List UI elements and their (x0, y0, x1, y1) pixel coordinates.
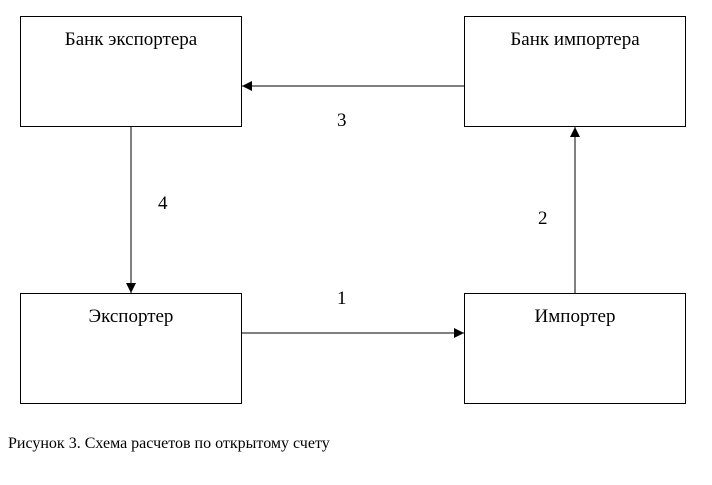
figure-caption: Рисунок 3. Схема расчетов по открытому с… (8, 435, 330, 452)
exporter-box: Экспортер (20, 293, 242, 404)
importer-bank-label: Банк импортера (510, 29, 640, 50)
arrow-label-3: 3 (337, 110, 347, 131)
importer-box: Импортер (464, 293, 686, 404)
exporter-label: Экспортер (88, 306, 174, 327)
arrow-label-2: 2 (538, 208, 548, 229)
exporter-bank-label: Банк экспортера (64, 29, 198, 50)
importer-bank-box: Банк импортера (464, 16, 686, 127)
exporter-bank-box: Банк экспортера (20, 16, 242, 127)
arrow-label-1: 1 (337, 288, 347, 309)
arrow-label-4: 4 (158, 193, 168, 214)
importer-label: Импортер (534, 306, 616, 327)
